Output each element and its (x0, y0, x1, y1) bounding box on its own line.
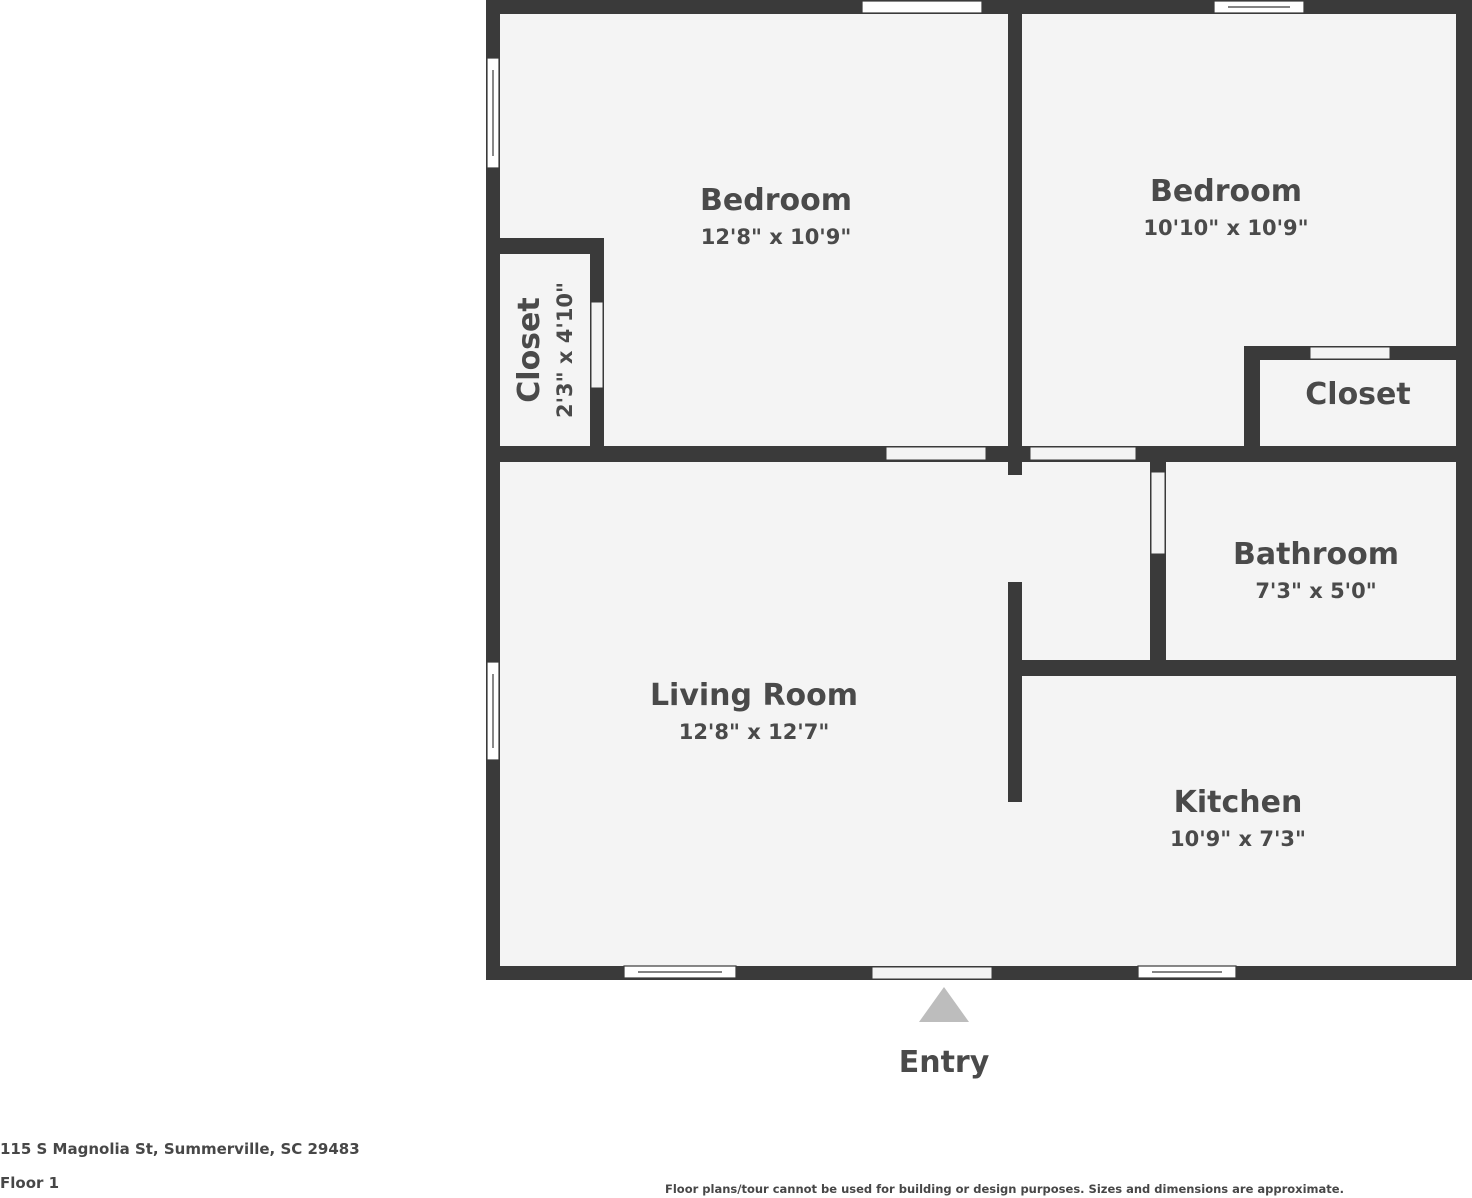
bedroom-left-name: Bedroom (700, 183, 852, 218)
closet-left-dims: 2'3" x 4'10" (553, 282, 577, 418)
bathroom-name: Bathroom (1233, 537, 1399, 572)
floor-area (500, 14, 1456, 966)
bedroom-right-name: Bedroom (1150, 174, 1302, 209)
door-openings (590, 301, 1391, 980)
entry-arrow-icon (919, 987, 969, 1022)
window-top-left (861, 0, 983, 14)
closet-left-door (590, 301, 604, 389)
living-room-name: Living Room (650, 678, 858, 713)
bedroom-right-door (1029, 446, 1137, 461)
entry-label: Entry (899, 1045, 990, 1080)
property-address: 115 S Magnolia St, Summerville, SC 29483 (0, 1140, 360, 1158)
closet-right-door (1309, 346, 1391, 360)
bathroom-door (1150, 471, 1166, 555)
bathroom-dims: 7'3" x 5'0" (1255, 579, 1376, 603)
interior-walls (486, 0, 1472, 802)
disclaimer-text: Floor plans/tour cannot be used for buil… (665, 1182, 1344, 1196)
closet-left-name: Closet (512, 297, 547, 402)
entry-door (871, 966, 993, 980)
bedroom-right-dims: 10'10" x 10'9" (1143, 216, 1308, 240)
windows (486, 0, 1305, 979)
floor-label: Floor 1 (0, 1174, 60, 1192)
closet-right-name: Closet (1305, 377, 1410, 412)
closet-left-label: Closet 2'3" x 4'10" (512, 282, 577, 418)
kitchen-dims: 10'9" x 7'3" (1170, 827, 1306, 851)
bedroom-left-dims: 12'8" x 10'9" (701, 225, 852, 249)
living-room-dims: 12'8" x 12'7" (679, 720, 830, 744)
kitchen-name: Kitchen (1174, 785, 1303, 820)
bedroom-left-door (885, 446, 987, 461)
